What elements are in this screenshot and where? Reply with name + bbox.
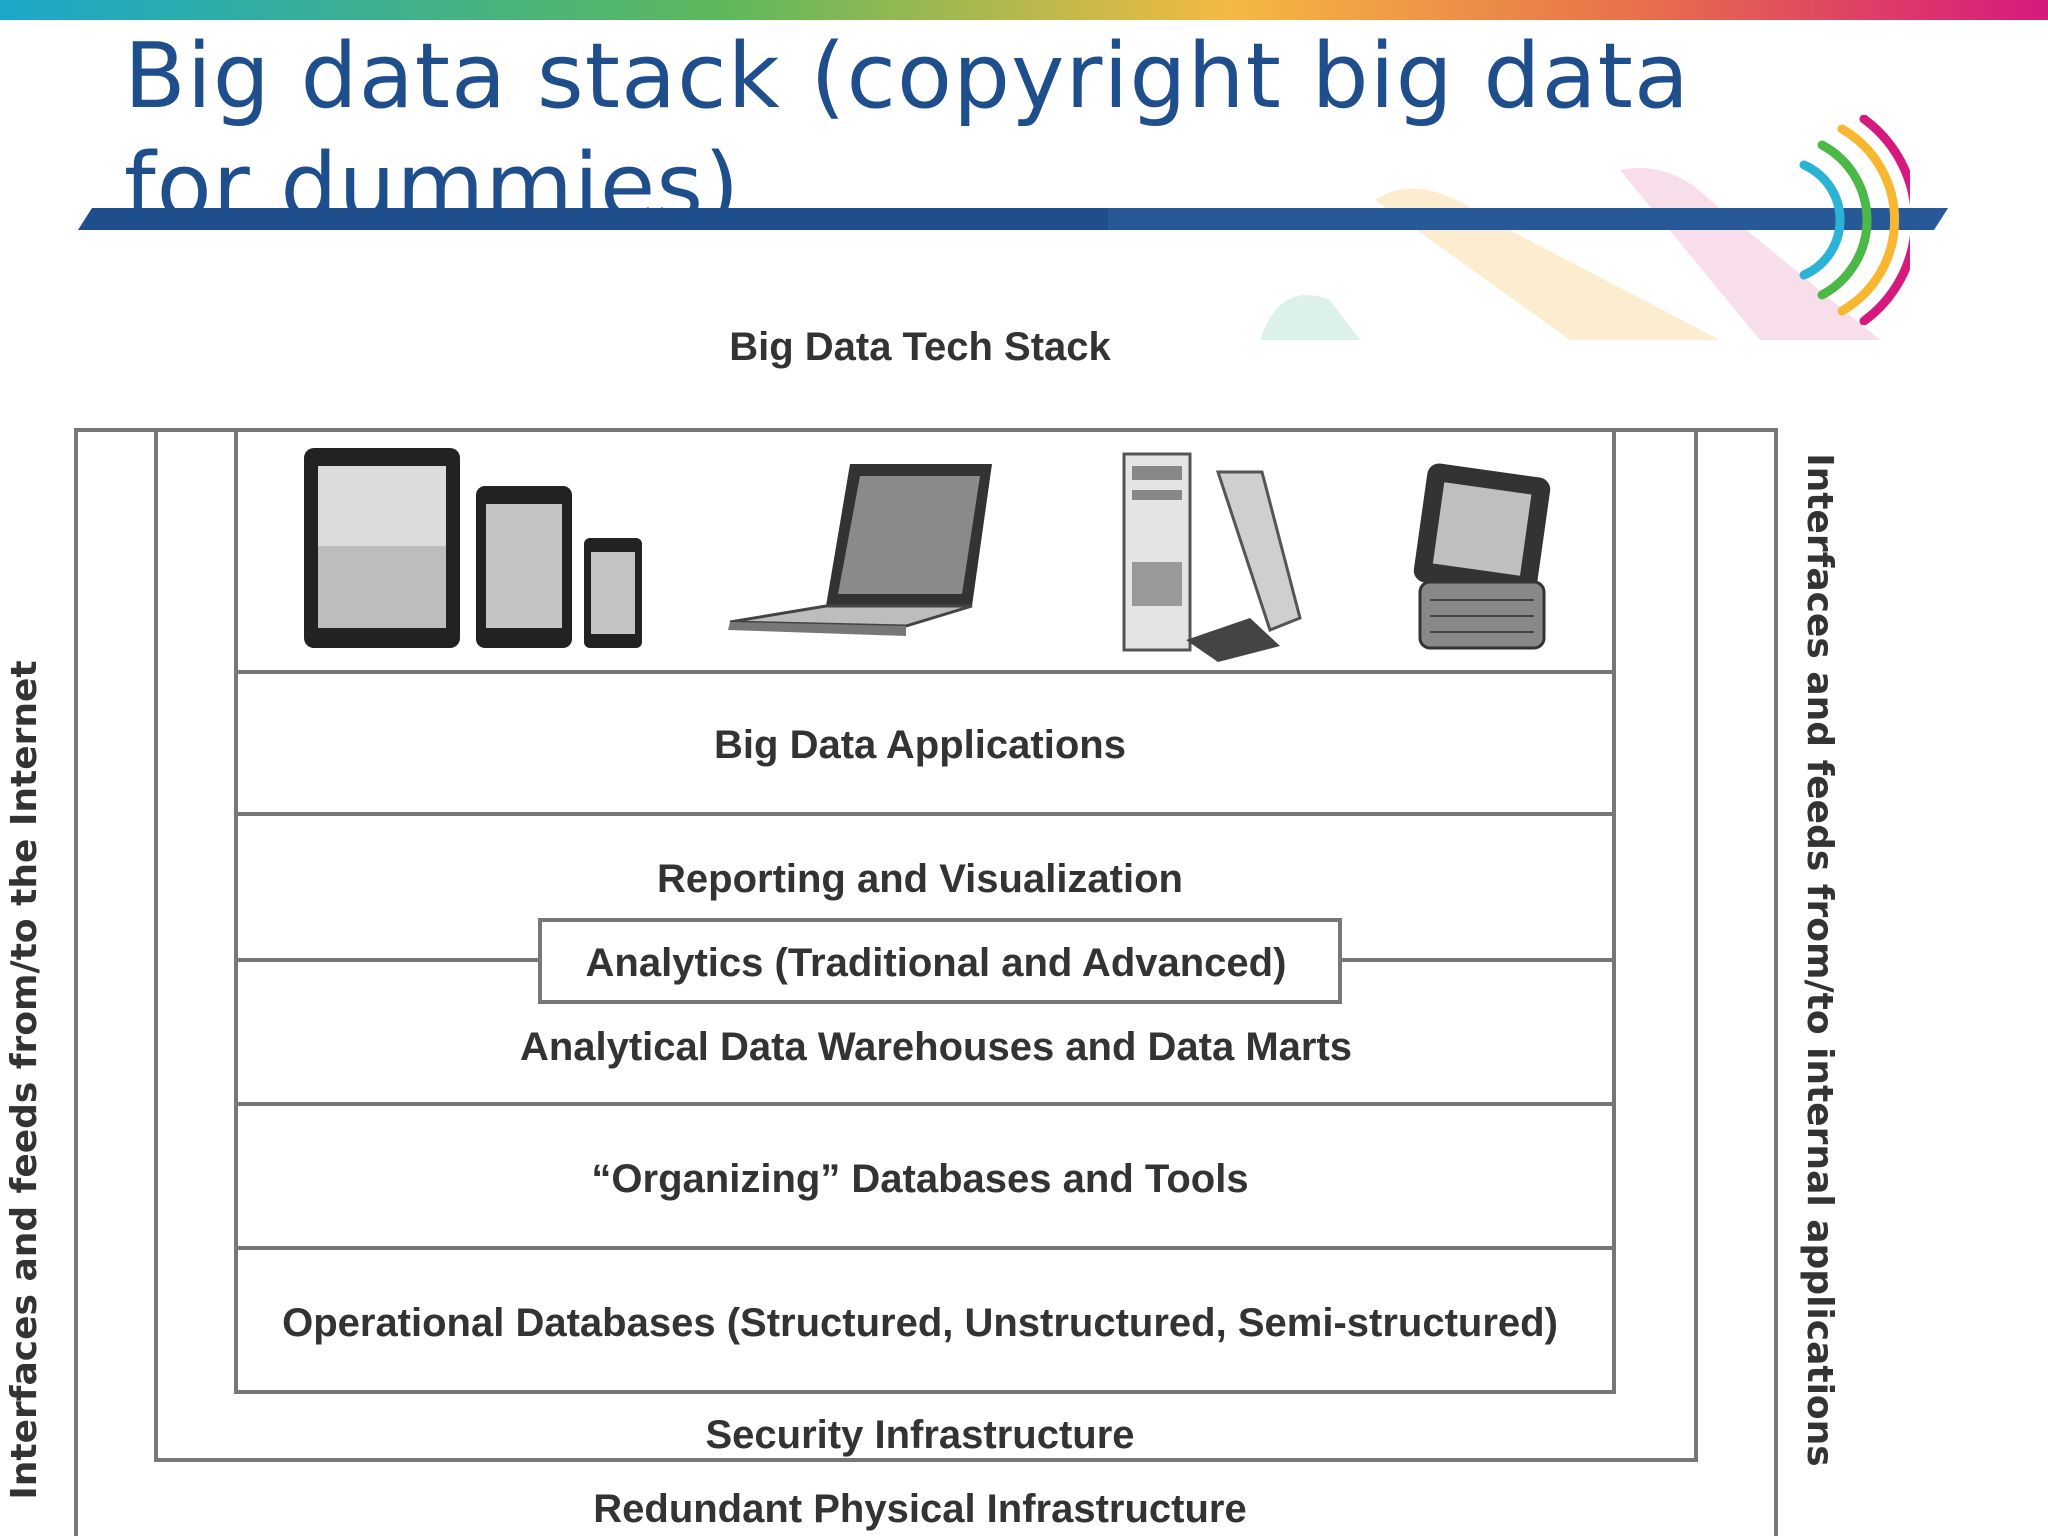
layer-organizing: “Organizing” Databases and Tools bbox=[591, 1157, 1248, 1201]
laptop-icon bbox=[728, 464, 992, 636]
layer-security: Security Infrastructure bbox=[705, 1413, 1134, 1457]
layer-operational: Operational Databases (Structured, Unstr… bbox=[282, 1301, 1558, 1345]
layer-physical: Redundant Physical Infrastructure bbox=[593, 1487, 1246, 1531]
layer-reporting: Reporting and Visualization bbox=[657, 857, 1183, 901]
tech-stack-diagram: Big Data Tech Stack Big Data Application… bbox=[4, 325, 1840, 1536]
smartphone-icon bbox=[476, 486, 642, 648]
title-underline bbox=[78, 208, 1948, 230]
slider-phone-icon bbox=[1413, 463, 1551, 650]
inner-stack-box bbox=[234, 428, 1616, 1394]
layer-warehouses: Analytical Data Warehouses and Data Mart… bbox=[520, 1025, 1352, 1069]
signal-logo-icon bbox=[1799, 115, 1910, 325]
layer-analytics: Analytics (Traditional and Advanced) bbox=[586, 941, 1287, 985]
stack-heading: Big Data Tech Stack bbox=[729, 325, 1111, 369]
side-label-right: Interfaces and feeds from/to internal ap… bbox=[1799, 453, 1840, 1466]
tablet-icon bbox=[304, 448, 460, 648]
top-color-bar bbox=[0, 0, 2048, 20]
side-label-left: Interfaces and feeds from/to the Interne… bbox=[4, 660, 45, 1499]
layer-applications: Big Data Applications bbox=[714, 723, 1126, 767]
slide-title: Big data stack (copyright big data for d… bbox=[124, 24, 1691, 239]
desktop-tower-icon bbox=[1122, 452, 1302, 662]
analytics-box bbox=[538, 918, 1342, 1004]
